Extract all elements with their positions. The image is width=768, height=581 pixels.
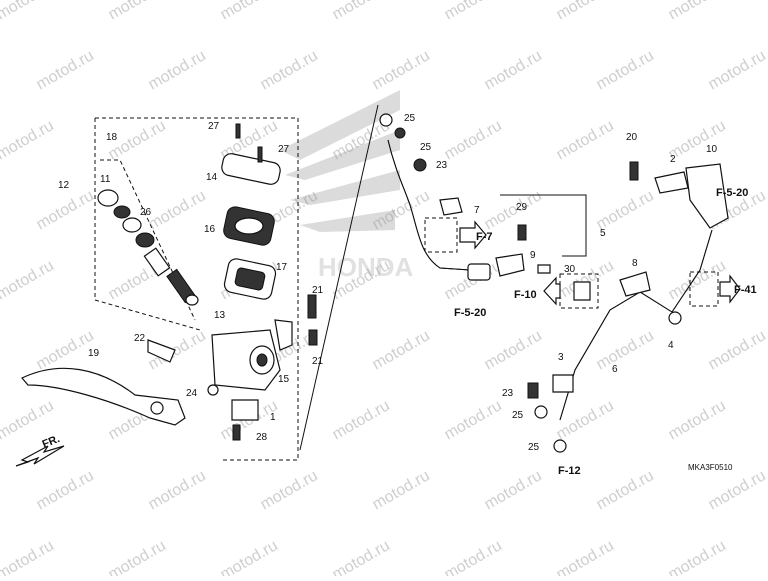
watermark-text: motod.ru bbox=[330, 0, 393, 23]
callout-23: 23 bbox=[502, 388, 514, 399]
callout-29: 29 bbox=[516, 202, 528, 213]
callout-10: 10 bbox=[706, 144, 718, 155]
callout-24: 24 bbox=[186, 388, 198, 399]
ref-f-12: F-12 bbox=[558, 465, 581, 477]
watermark-text: motod.ru bbox=[666, 0, 729, 23]
callout-6: 6 bbox=[612, 364, 618, 375]
callout-28: 28 bbox=[256, 432, 268, 443]
watermark-text: motod.ru bbox=[594, 327, 657, 373]
callout-18: 18 bbox=[106, 132, 118, 143]
watermark-text: motod.ru bbox=[34, 187, 97, 233]
ref-f-10: F-10 bbox=[514, 289, 537, 301]
callout-11: 11 bbox=[100, 174, 111, 185]
callout-9: 9 bbox=[530, 250, 536, 261]
brand-logo-text: HONDA bbox=[318, 252, 414, 282]
callout-20: 20 bbox=[626, 132, 638, 143]
callout-22: 22 bbox=[134, 333, 146, 344]
callout-16: 16 bbox=[204, 224, 216, 235]
callout-5: 5 bbox=[600, 228, 606, 239]
watermark-text: motod.ru bbox=[594, 187, 657, 233]
ref-f-7: F-7 bbox=[476, 231, 493, 243]
watermark-text: motod.ru bbox=[146, 467, 209, 513]
callout-15: 15 bbox=[278, 374, 290, 385]
watermark-text: motod.ru bbox=[482, 47, 545, 93]
watermark-text: motod.ru bbox=[442, 117, 505, 163]
ref-f-5-20: F-5-20 bbox=[454, 307, 486, 319]
watermark-text: motod.ru bbox=[218, 0, 281, 23]
callout-25: 25 bbox=[404, 113, 416, 124]
callout-21: 21 bbox=[312, 285, 324, 296]
callout-25: 25 bbox=[528, 442, 540, 453]
front-arrow-icon bbox=[16, 446, 64, 466]
watermark-text: motod.ru bbox=[706, 327, 768, 373]
callout-17: 17 bbox=[276, 262, 288, 273]
watermark-text: motod.ru bbox=[482, 467, 545, 513]
watermark-text: motod.ru bbox=[666, 397, 729, 443]
callout-14: 14 bbox=[206, 172, 218, 183]
watermark-text: motod.ru bbox=[442, 397, 505, 443]
callout-27: 27 bbox=[278, 144, 290, 155]
ref-f-41: F-41 bbox=[734, 284, 757, 296]
callout-30: 30 bbox=[564, 264, 576, 275]
watermark-text: motod.ru bbox=[258, 467, 321, 513]
watermark-text: motod.ru bbox=[370, 47, 433, 93]
callout-27: 27 bbox=[208, 121, 220, 132]
watermark-text: motod.ru bbox=[330, 397, 393, 443]
callout-12: 12 bbox=[58, 180, 70, 191]
callout-3: 3 bbox=[558, 352, 564, 363]
watermark-text: motod.ru bbox=[0, 257, 57, 303]
watermark-text: motod.ru bbox=[442, 537, 505, 576]
watermark-text: motod.ru bbox=[554, 537, 617, 576]
watermark-text: motod.ru bbox=[0, 0, 57, 23]
watermark-text: motod.ru bbox=[554, 117, 617, 163]
ref-f-5-20: F-5-20 bbox=[716, 187, 748, 199]
watermark-text: motod.ru bbox=[106, 0, 169, 23]
watermark-text: motod.ru bbox=[146, 187, 209, 233]
callout-2: 2 bbox=[670, 154, 676, 165]
callout-25: 25 bbox=[512, 410, 524, 421]
watermark-text: motod.ru bbox=[34, 47, 97, 93]
watermark-text: motod.ru bbox=[706, 467, 768, 513]
watermark-text: motod.ru bbox=[706, 47, 768, 93]
callout-4: 4 bbox=[668, 340, 674, 351]
watermark-text: motod.ru bbox=[34, 467, 97, 513]
callout-8: 8 bbox=[632, 258, 638, 269]
watermark-text: motod.ru bbox=[442, 0, 505, 23]
watermark-text: motod.ru bbox=[0, 117, 57, 163]
watermark-text: motod.ru bbox=[218, 537, 281, 576]
diagram-code: MKA3F0510 bbox=[688, 463, 733, 472]
watermark-text: motod.ru bbox=[258, 47, 321, 93]
callout-21: 21 bbox=[312, 356, 324, 367]
callout-25: 25 bbox=[420, 142, 432, 153]
callout-26: 26 bbox=[140, 207, 152, 218]
reservoir-parts bbox=[220, 152, 281, 300]
watermark-text: motod.ru bbox=[482, 187, 545, 233]
callout-19: 19 bbox=[88, 348, 100, 359]
master-cylinder-body bbox=[208, 320, 292, 420]
brand-logo: HONDA bbox=[280, 90, 414, 282]
watermark-text: motod.ru bbox=[370, 327, 433, 373]
watermark-text: motod.ru bbox=[482, 327, 545, 373]
watermark-text: motod.ru bbox=[106, 537, 169, 576]
watermark-text: motod.ru bbox=[594, 47, 657, 93]
callout-7: 7 bbox=[474, 205, 480, 216]
callout-23: 23 bbox=[436, 160, 448, 171]
watermark-text: motod.ru bbox=[666, 257, 729, 303]
watermark-text: motod.ru bbox=[0, 537, 57, 576]
callout-1: 1 bbox=[270, 412, 276, 423]
watermark-text: motod.ru bbox=[554, 397, 617, 443]
watermark-text: motod.ru bbox=[146, 47, 209, 93]
watermark-text: motod.ru bbox=[554, 0, 617, 23]
watermark-text: motod.ru bbox=[370, 467, 433, 513]
watermark-text: motod.ru bbox=[594, 467, 657, 513]
watermark-text: motod.ru bbox=[330, 537, 393, 576]
watermark-text: motod.ru bbox=[666, 537, 729, 576]
callout-13: 13 bbox=[214, 310, 226, 321]
